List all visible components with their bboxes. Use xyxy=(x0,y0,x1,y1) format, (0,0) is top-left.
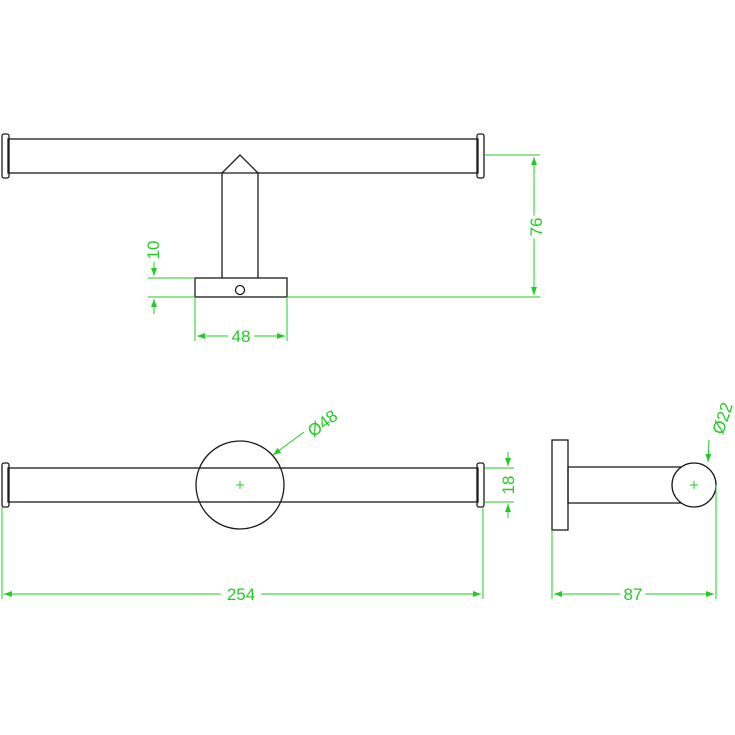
top-view xyxy=(1,133,485,298)
plan-bar xyxy=(7,467,479,503)
dim-48-width: 48 xyxy=(194,297,288,346)
label-backdrop xyxy=(621,585,645,604)
plan-left-cap xyxy=(1,462,10,508)
dim-254-label: 254 xyxy=(227,585,255,604)
dim-18-label: 18 xyxy=(499,476,518,495)
plan-center-mark xyxy=(236,481,244,489)
side-center-mark xyxy=(690,481,698,489)
top-stem xyxy=(221,154,259,278)
dim-48-width-label: 48 xyxy=(232,327,251,346)
plan-right-cap xyxy=(476,462,485,508)
dim-diameter-22: Ø22 xyxy=(705,398,735,463)
dim-76-label: 76 xyxy=(527,218,546,237)
label-backdrop xyxy=(708,398,735,439)
top-base xyxy=(194,277,288,298)
dim-diameter-48: Ø48 xyxy=(272,405,343,456)
top-right-cap xyxy=(476,133,485,179)
dim-10-label: 10 xyxy=(144,241,163,260)
dim-87-label: 87 xyxy=(624,585,643,604)
dim-diameter-22-label: Ø22 xyxy=(709,400,735,436)
dim-10: 10 xyxy=(144,238,195,314)
side-wall-plate xyxy=(551,439,569,531)
label-backdrop xyxy=(302,405,343,443)
label-backdrop xyxy=(527,215,546,239)
dim-87: 87 xyxy=(551,485,717,604)
dim-76: 76 xyxy=(287,154,546,298)
screw-hole-icon xyxy=(234,284,246,296)
plan-view xyxy=(1,440,485,530)
label-backdrop xyxy=(229,327,253,346)
label-backdrop xyxy=(144,238,163,262)
dim-254: 254 xyxy=(1,507,484,604)
side-view xyxy=(551,439,717,531)
top-left-cap xyxy=(1,133,10,179)
label-backdrop xyxy=(224,585,258,604)
dim-18: 18 xyxy=(484,452,518,518)
label-backdrop xyxy=(499,473,518,497)
